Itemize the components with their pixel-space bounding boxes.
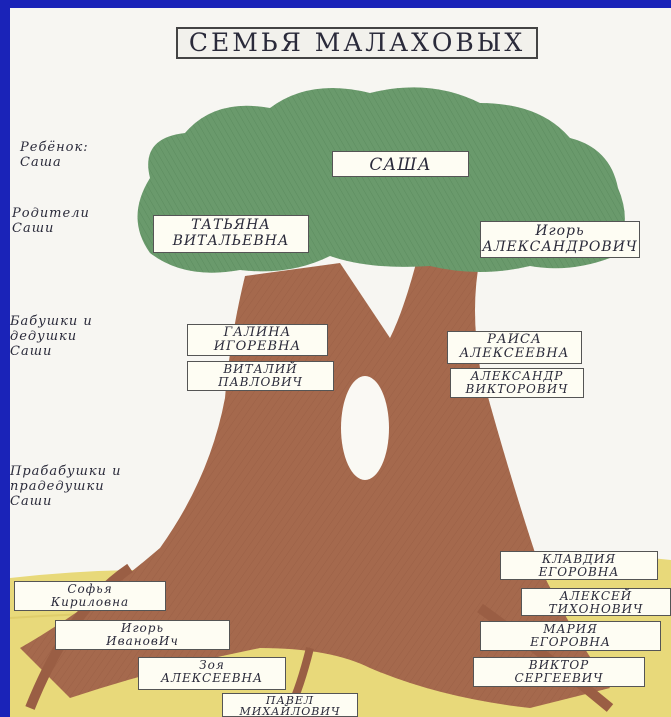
generation-label-parents: Родители Саши	[12, 206, 90, 236]
person-great-grandparent-8: ВИКТОР СЕРГЕЕВИЧ	[473, 657, 645, 687]
drawing-page: СЕМЬЯ МАЛАХОВЫХ Ребёнок: Саша Родители С…	[10, 8, 671, 717]
page-title: СЕМЬЯ МАЛАХОВЫХ	[176, 27, 538, 59]
person-grandfather-1: ВИТАЛИЙ ПАВЛОВИЧ	[187, 361, 334, 391]
person-child: САША	[332, 151, 469, 177]
person-great-grandparent-3: Зоя АЛЕКСЕЕВНА	[138, 657, 286, 690]
generation-label-child: Ребёнок: Саша	[20, 140, 89, 170]
person-grandmother-2: РАИСА АЛЕКСЕЕВНА	[447, 331, 582, 364]
person-grandfather-2: АЛЕКСАНДР ВИКТОРОВИЧ	[450, 368, 584, 398]
person-great-grandparent-2: Игорь ИвановИч	[55, 620, 230, 650]
person-father: Игорь АЛЕКСАНДРОВИЧ	[480, 221, 640, 258]
person-great-grandparent-1: Софья Кириловна	[14, 581, 166, 611]
person-grandmother-1: ГАЛИНА ИГОРЕВНА	[187, 324, 328, 356]
person-great-grandparent-6: АЛЕКСЕЙ ТИХОНОВИЧ	[521, 588, 671, 616]
generation-label-grandparents: Бабушки и дедушки Саши	[10, 314, 93, 359]
person-great-grandparent-5: КЛАВДИЯ ЕГОРОВНА	[500, 551, 658, 580]
person-mother: ТАТЬЯНА ВИТАЛЬЕВНА	[153, 215, 309, 253]
person-great-grandparent-4: ПАВЕЛ МИХАЙЛОВИЧ	[222, 693, 358, 717]
trunk-hollow	[341, 376, 389, 480]
generation-label-great-grandparents: Прабабушки и прадедушки Саши	[10, 464, 122, 509]
person-great-grandparent-7: МАРИЯ ЕГОРОВНА	[480, 621, 661, 651]
